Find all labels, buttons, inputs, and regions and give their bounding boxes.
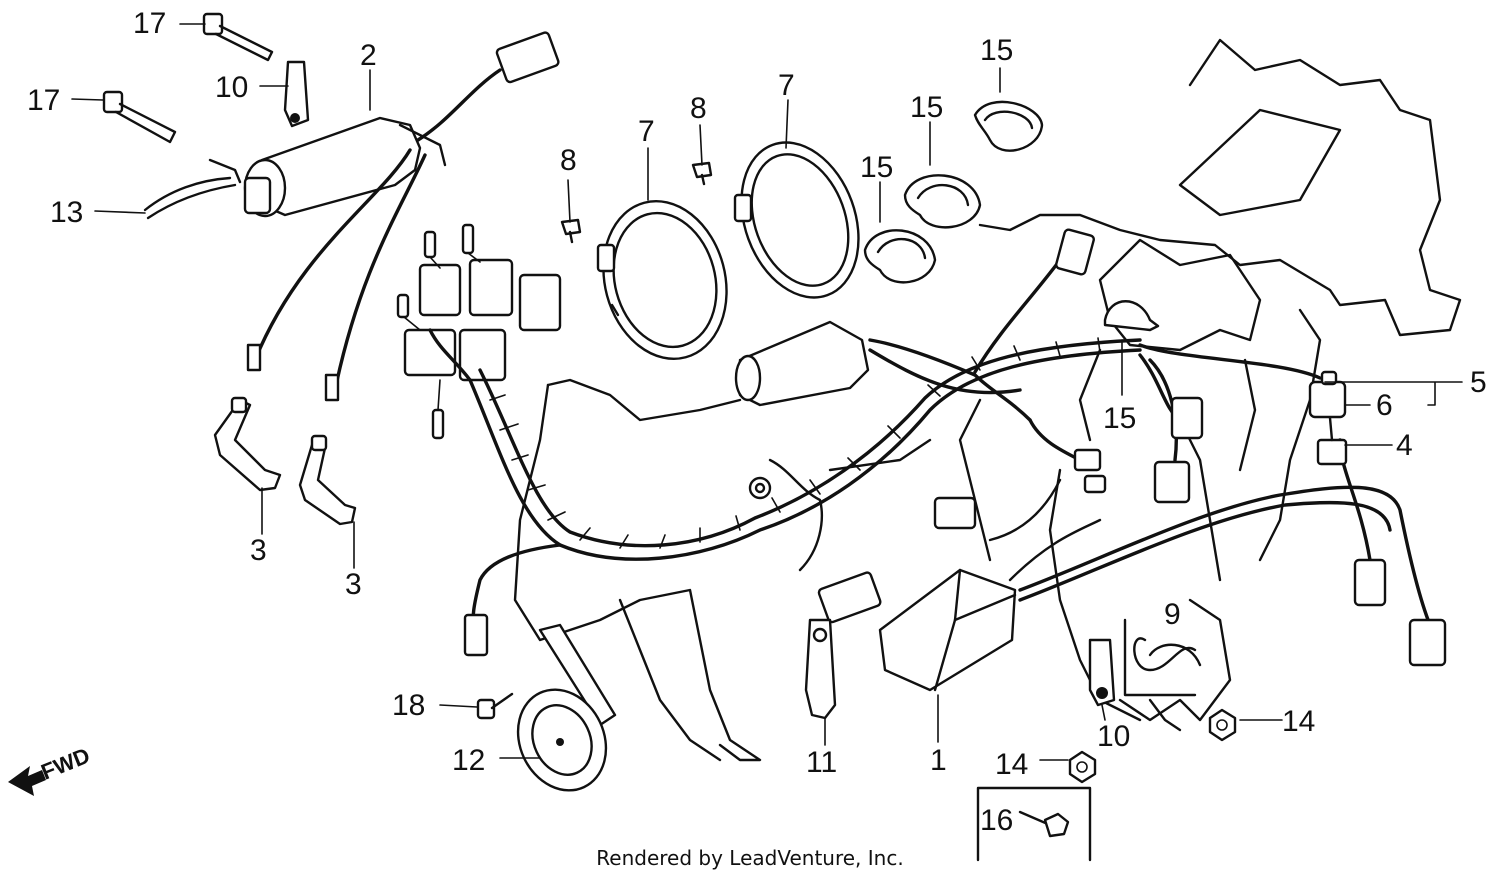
headlight-mounting-ring-right [733, 141, 860, 299]
fwd-label: FWD [38, 743, 94, 785]
callout-8-left: 8 [560, 144, 577, 177]
callout-15-c: 15 [860, 151, 893, 184]
harness-connectors [463, 228, 1447, 667]
nut-14-bottom [1068, 750, 1097, 784]
callout-15-b: 15 [910, 91, 943, 124]
callout-4: 4 [1396, 429, 1413, 462]
callout-15-a: 15 [980, 34, 1013, 67]
callout-9: 9 [1164, 598, 1181, 631]
callout-7-right: 7 [778, 69, 795, 102]
callout-labels: 17 17 10 2 13 8 8 7 7 15 15 15 15 5 6 4 … [27, 7, 1487, 837]
neutral-switch-6 [1308, 370, 1347, 419]
spring-clip-13 [143, 158, 242, 220]
callout-14-right: 14 [1282, 705, 1315, 738]
horn [516, 623, 617, 792]
callout-7-left: 7 [638, 115, 655, 148]
cable-band-15-a [973, 100, 1044, 152]
ignition-coil [243, 31, 560, 402]
cable-band-15-c [863, 229, 937, 284]
callout-8-right: 8 [690, 92, 707, 125]
bolt-17-upper [202, 12, 274, 62]
nut-14-right [1208, 708, 1237, 742]
callout-1: 1 [930, 744, 947, 777]
callout-11: 11 [806, 746, 837, 779]
headlight-mounting-ring-left [596, 199, 728, 361]
callout-10-upper: 10 [215, 71, 248, 104]
render-credit: Rendered by LeadVenture, Inc. [596, 846, 904, 870]
callout-6: 6 [1376, 389, 1393, 422]
frame-outline [513, 38, 1462, 762]
callout-16: 16 [980, 804, 1013, 837]
callout-3-left: 3 [250, 534, 267, 567]
headlight-connector-cluster [396, 223, 562, 440]
bolt-16-group [976, 786, 1092, 862]
callout-2: 2 [360, 39, 377, 72]
callout-17-upper: 17 [133, 7, 166, 40]
main-wire-harness [428, 258, 1432, 642]
callout-15-d: 15 [1103, 402, 1136, 435]
screw-8-right [691, 161, 713, 186]
callout-5: 5 [1470, 366, 1487, 399]
cable-band-15-d [1103, 300, 1160, 332]
forward-direction-indicator: FWD [8, 743, 93, 796]
cable-band-15-b [903, 174, 982, 229]
callout-18: 18 [392, 689, 425, 722]
turn-signal-relay [734, 320, 870, 407]
clamp-10-lower [1088, 638, 1116, 707]
callout-13: 13 [50, 196, 83, 229]
bolt-18 [476, 692, 514, 720]
screw-8-left [560, 218, 582, 244]
callout-12: 12 [452, 744, 485, 777]
switch-plug-4 [1316, 416, 1348, 466]
cdi-unit [878, 478, 1102, 692]
callout-17-lower: 17 [27, 84, 60, 117]
clamp-10-upper [283, 60, 310, 128]
callout-10-lower: 10 [1097, 720, 1130, 753]
callout-3-right: 3 [345, 568, 362, 601]
harness-band-9 [1123, 618, 1202, 697]
rectifier-bracket-11 [804, 618, 837, 720]
bolt-17-lower [102, 90, 177, 144]
spark-plug-cap-left [213, 396, 282, 492]
spark-plug-cap-right [298, 434, 357, 526]
leader-lines [71, 23, 1463, 761]
callout-14-bottom: 14 [995, 748, 1028, 781]
